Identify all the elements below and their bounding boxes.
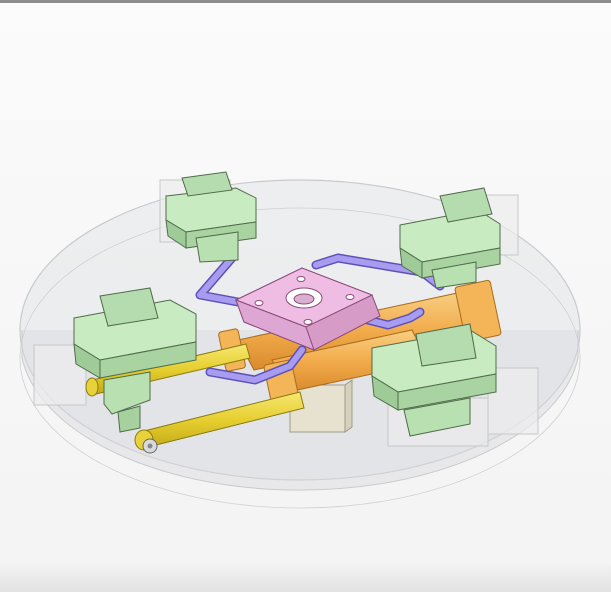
gripper-jaw-back-right xyxy=(399,187,501,289)
gripper-jaw-front-left xyxy=(73,287,197,433)
push-rod-lower xyxy=(134,391,305,454)
gripper-jaw-front-right xyxy=(371,323,497,437)
linkage-arms xyxy=(195,253,445,385)
top-frame-line xyxy=(0,0,611,3)
gripper-jaw-back-left xyxy=(165,171,257,263)
viewport-bottom-shade xyxy=(0,562,611,592)
support-block xyxy=(289,379,353,433)
center-plate xyxy=(234,267,381,351)
